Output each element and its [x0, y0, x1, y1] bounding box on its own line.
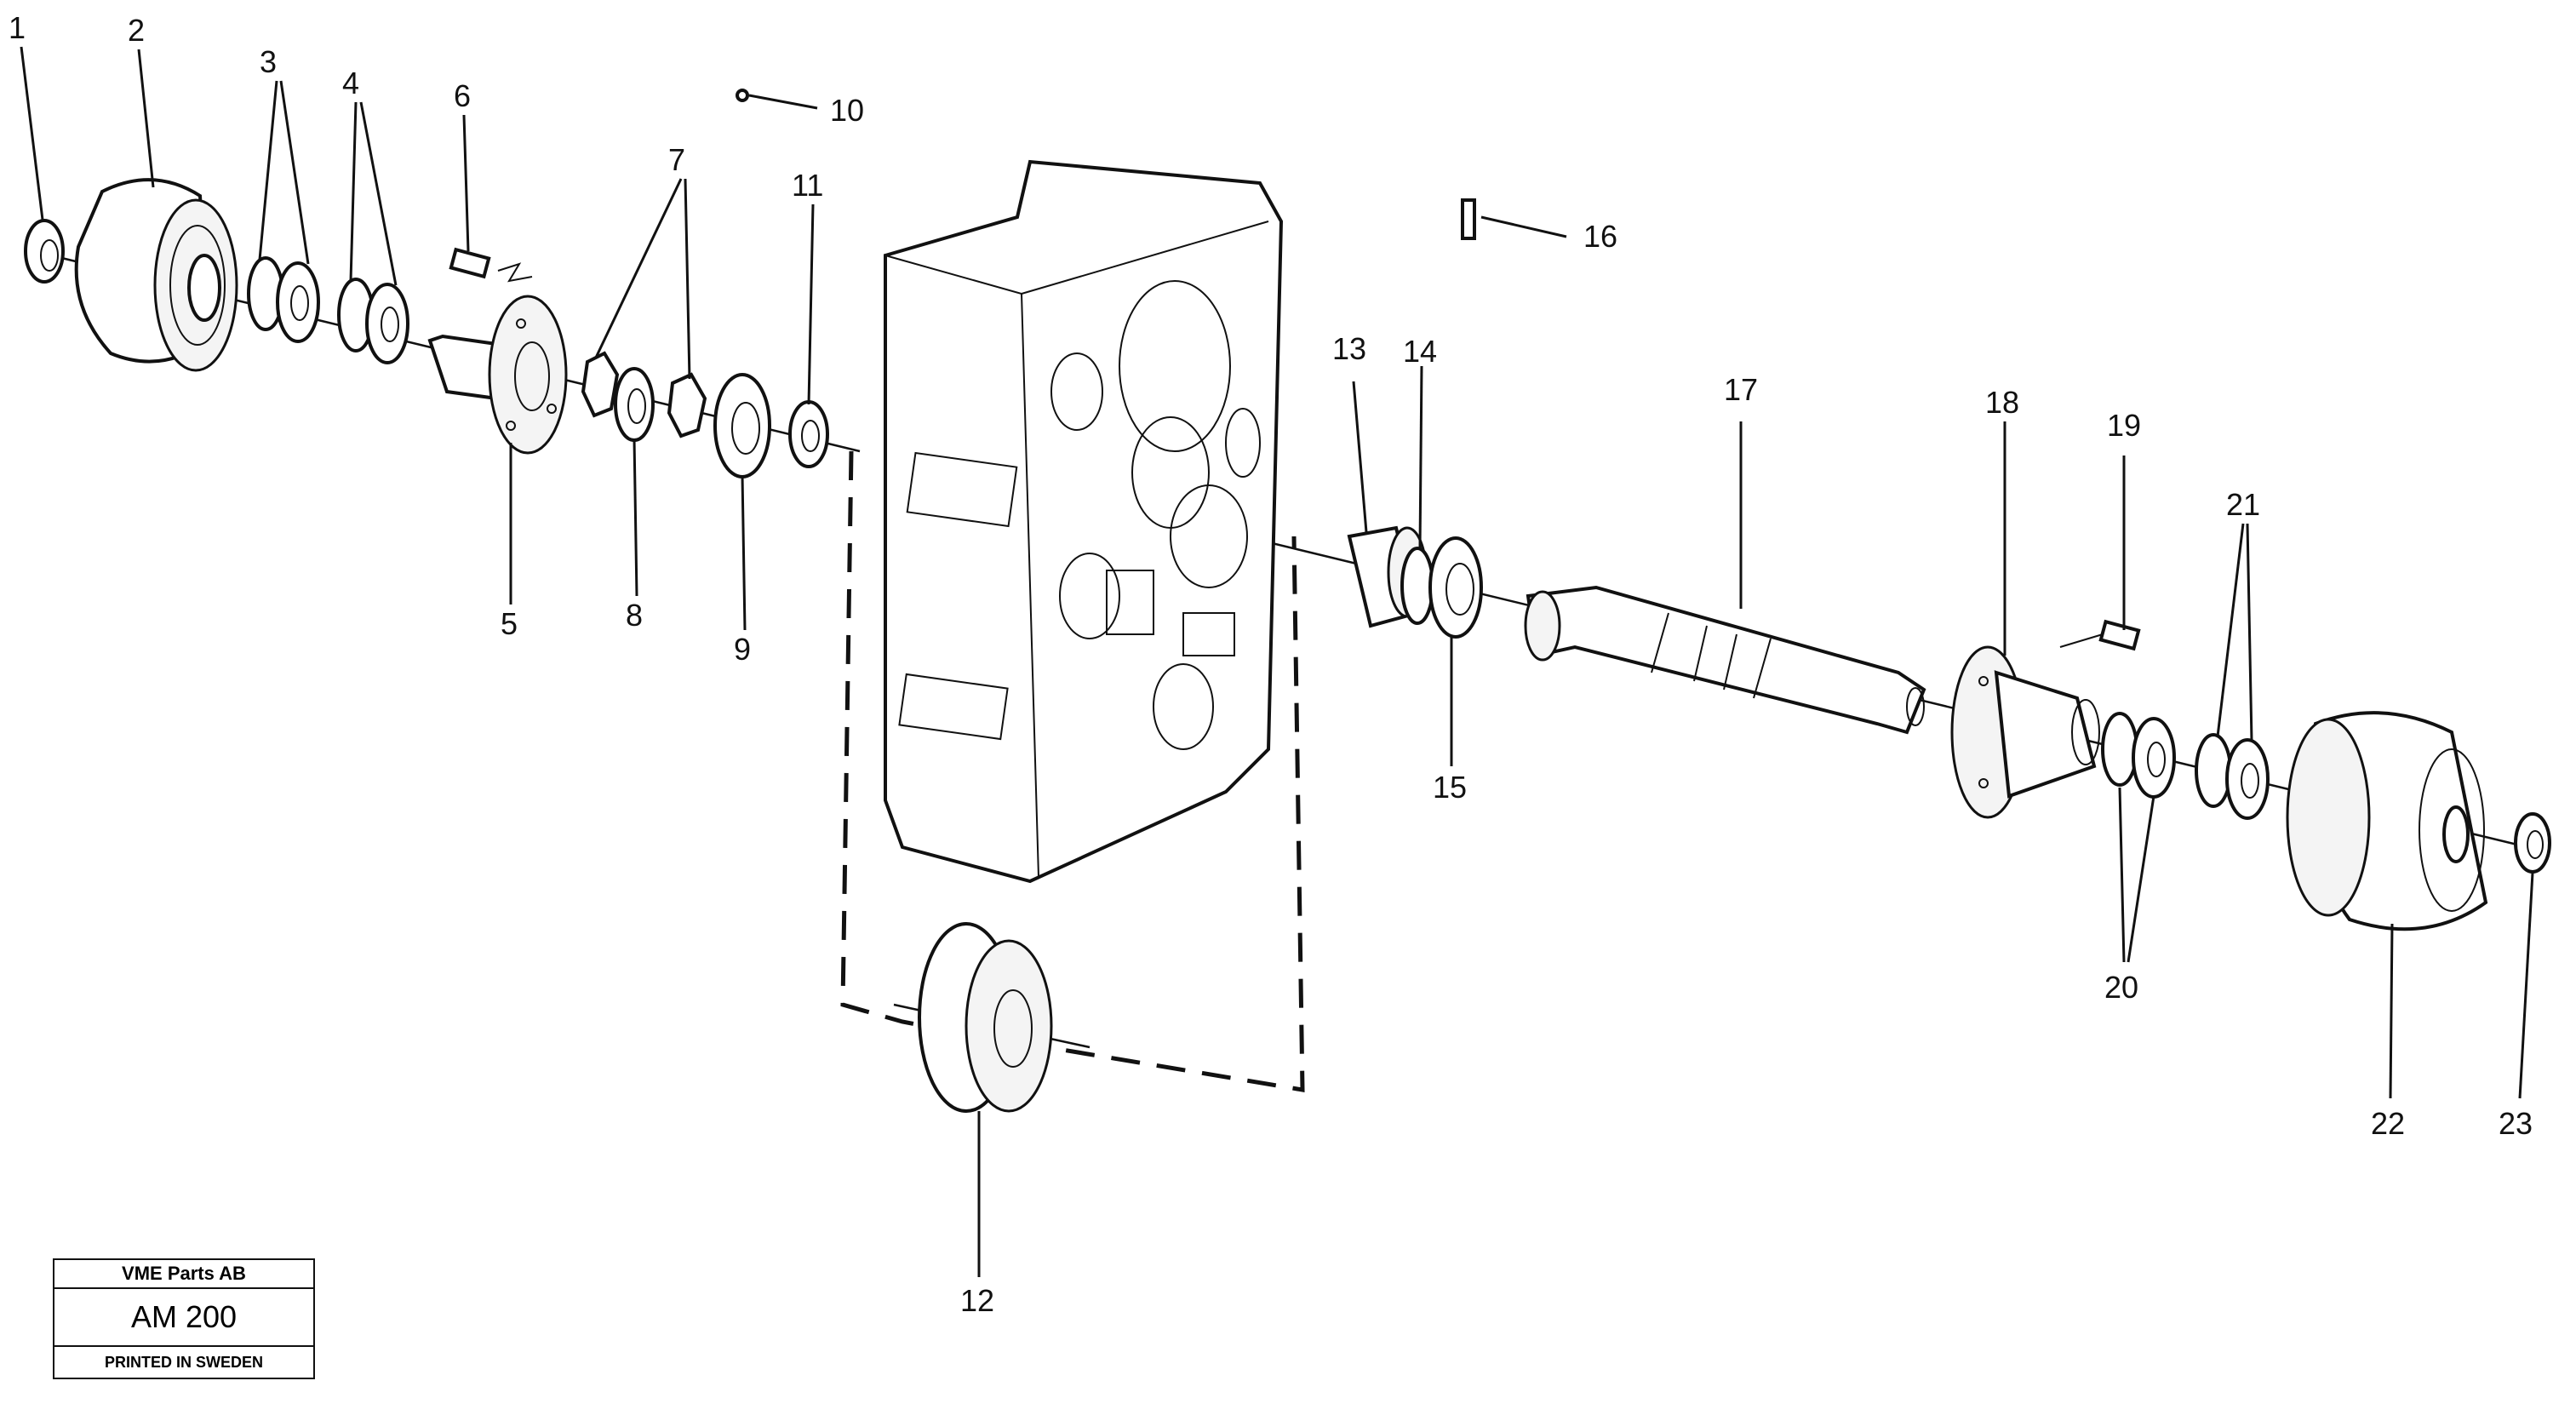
part-4-bearing-pair: [337, 278, 409, 364]
part-1-lock-nut: [24, 219, 65, 284]
leader-lines: [20, 46, 2534, 1277]
callout-12: 12: [960, 1283, 994, 1318]
part-23-lock-nut: [2514, 812, 2551, 874]
callout-22: 22: [2371, 1106, 2405, 1141]
callout-2: 2: [128, 13, 145, 48]
callout-23: 23: [2499, 1106, 2533, 1141]
callout-14: 14: [1403, 334, 1437, 369]
stamp-printed: PRINTED IN SWEDEN: [104, 1353, 263, 1371]
part-20-bearing-pair: [2101, 712, 2176, 799]
callout-17: 17: [1724, 372, 1758, 407]
part-8-washer: [614, 367, 655, 442]
part-16-pin: [1461, 198, 1476, 240]
title-stamp: VME Parts AB AM 200 PRINTED IN SWEDEN: [53, 1258, 315, 1379]
callout-10: 10: [830, 93, 864, 128]
callout-7: 7: [668, 142, 685, 177]
part-2-clutch-drum: [74, 178, 238, 372]
callout-21: 21: [2226, 487, 2260, 522]
part-9-bearing: [713, 373, 771, 478]
part-17-shaft: [1524, 585, 1926, 735]
callout-18: 18: [1985, 385, 2019, 420]
part-7-hex-nuts: [581, 351, 707, 438]
callout-4: 4: [342, 66, 359, 100]
part-12-gear: [918, 922, 1053, 1113]
callout-6: 6: [454, 78, 471, 113]
callout-1: 1: [9, 10, 26, 45]
callout-5: 5: [501, 606, 518, 641]
callout-19: 19: [2107, 408, 2141, 443]
part-18-flange-hub: [1950, 645, 2100, 819]
stamp-code: AM 200: [54, 1289, 313, 1347]
callout-13: 13: [1332, 331, 1366, 366]
gearbox-housing: [884, 159, 1284, 884]
callout-labels: 1 2 3 4 5 6 7 8 9 10 11 12 13 14 15 16 1…: [9, 10, 2533, 1318]
part-15-bearing: [1428, 536, 1483, 639]
callout-20: 20: [2104, 970, 2138, 1005]
callout-3: 3: [260, 44, 277, 79]
part-19-bolt: [2059, 619, 2141, 651]
callout-9: 9: [734, 632, 751, 667]
part-3-bearing-pair: [247, 256, 320, 343]
callout-16: 16: [1583, 219, 1617, 254]
callout-8: 8: [626, 598, 643, 633]
part-21-bearing-pair: [2195, 733, 2270, 820]
part-22-clutch-drum: [2286, 711, 2488, 931]
stamp-company: VME Parts AB: [54, 1260, 313, 1289]
part-10-ball: [736, 89, 749, 102]
part-6-bolt: [449, 247, 533, 283]
callout-11: 11: [792, 168, 823, 203]
part-11-ring: [788, 400, 829, 468]
callout-15: 15: [1433, 770, 1467, 805]
part-5-flange-hub: [427, 295, 568, 455]
part-14-ring: [1400, 547, 1434, 625]
